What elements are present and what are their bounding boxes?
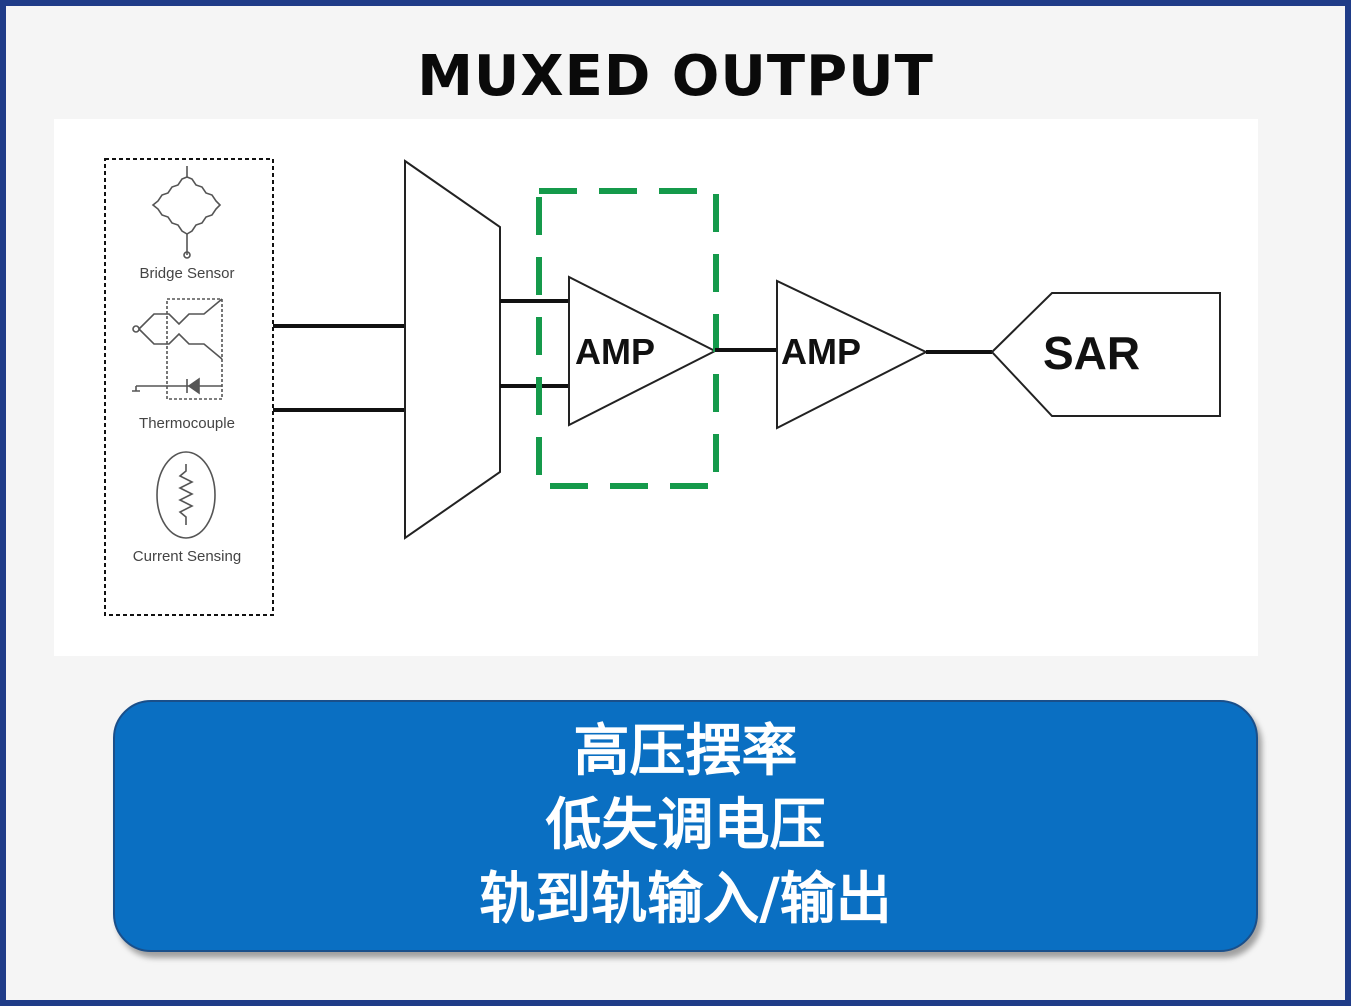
bridge-sensor-icon: [151, 166, 222, 259]
sensor-label-bridge: Bridge Sensor: [139, 265, 234, 282]
signal-chain-diagram: Bridge Sensor Thermocouple Current Sensi…: [54, 119, 1258, 656]
feature-line: 低失调电压: [545, 793, 826, 858]
sar-label: SAR: [1043, 327, 1140, 379]
multiplexer: [404, 159, 501, 540]
page-title: MUXED OUTPUT: [417, 44, 934, 109]
sensor-label-current: Current Sensing: [133, 548, 241, 565]
amp-1: [568, 275, 718, 427]
sar-adc: [990, 292, 1221, 417]
sensor-label-thermocouple: Thermocouple: [139, 415, 235, 432]
amp-2: [776, 279, 929, 430]
feature-callout: 高压摆率 低失调电压 轨到轨输入/输出: [113, 700, 1258, 952]
current-sensing-icon: [156, 451, 216, 539]
amp-1-label: AMP: [575, 331, 655, 372]
highlight-box: [536, 188, 719, 489]
sensor-group-box: [104, 158, 274, 616]
amp-2-label: AMP: [781, 331, 861, 372]
feature-line: 高压摆率: [573, 719, 798, 784]
thermocouple-icon: [132, 298, 223, 400]
feature-line: 轨到轨输入/输出: [479, 867, 892, 932]
